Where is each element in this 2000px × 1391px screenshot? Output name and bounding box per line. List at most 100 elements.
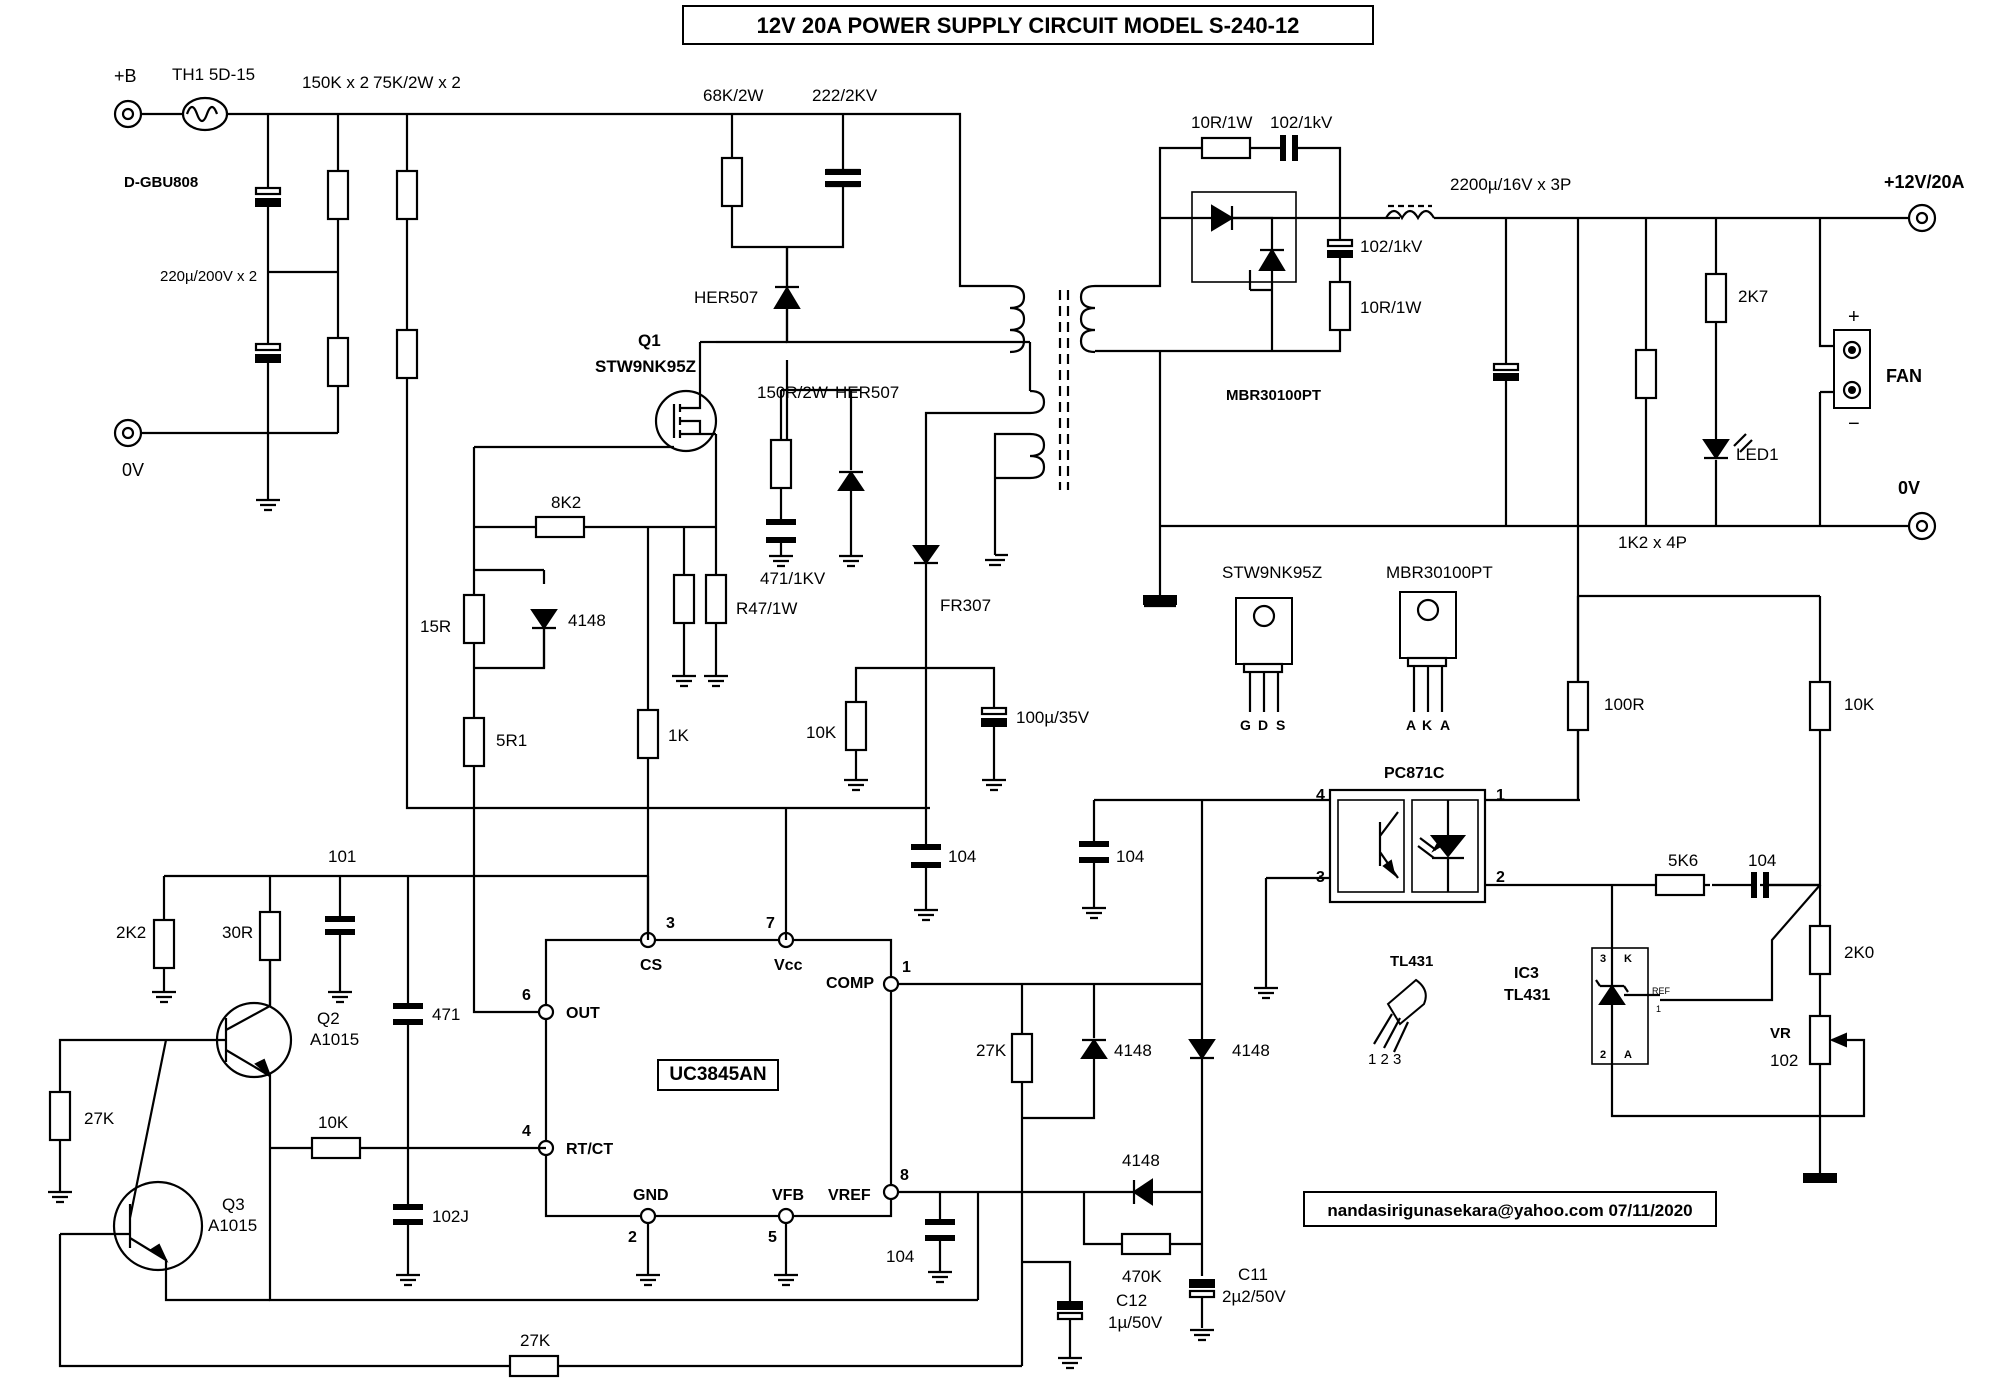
- r10r-side-label: 10R/1W: [1360, 298, 1421, 317]
- q3-part-label: A1015: [208, 1216, 257, 1235]
- resistor-75k-2: [395, 328, 419, 380]
- r10k-b-label: 10K: [1844, 695, 1875, 714]
- q1-part-label: STW9NK95Z: [595, 357, 696, 376]
- cap-100u-35v: [980, 706, 1008, 716]
- fan-minus-label: −: [1848, 413, 1860, 435]
- r1k-label: 1K: [668, 726, 689, 745]
- pin-vcc-num: 7: [766, 915, 775, 932]
- pin-cs-num: 3: [666, 915, 675, 932]
- c220-label: 220µ/200V x 2: [160, 268, 257, 285]
- terminal-b-plus-label: +B: [114, 66, 137, 86]
- pin-rtct-num: 4: [522, 1123, 531, 1140]
- tl-k-label: K: [1624, 953, 1632, 965]
- r68k-label: 68K/2W: [703, 86, 763, 105]
- resistor-r47-2: [704, 573, 728, 625]
- ic-pin-gnd: [639, 1207, 657, 1225]
- resistor-2k0: [1808, 924, 1832, 976]
- pkg1-pin-d: D: [1258, 717, 1268, 733]
- c222-label: 222/2KV: [812, 86, 878, 105]
- her507a-label: HER507: [694, 288, 758, 307]
- out-plus-label: +12V/20A: [1884, 172, 1965, 192]
- her507b-label: HER507: [835, 383, 899, 402]
- schottky-mbr30100pt: [1191, 191, 1297, 283]
- diode-her507-clamp: [837, 470, 865, 491]
- q1-label: Q1: [638, 331, 661, 350]
- c471-label: 471: [432, 1005, 460, 1024]
- cap-101: [325, 916, 355, 922]
- pin-out-num: 6: [522, 987, 531, 1004]
- mosfet-q1: [474, 340, 718, 453]
- cap-220u-1: [254, 186, 282, 196]
- r75k-label: 75K/2W x 2: [373, 73, 461, 92]
- diode-fr307: [912, 545, 940, 565]
- vr-val-label: 102: [1770, 1051, 1798, 1070]
- resistor-10r-side: [1328, 280, 1352, 332]
- c471kv-label: 471/1KV: [760, 569, 826, 588]
- pkg2-label: MBR30100PT: [1386, 563, 1493, 582]
- diode-4148-opto: [1188, 1039, 1216, 1060]
- cap-104-vref: [925, 1219, 955, 1225]
- r150r-label: 150R/2W: [757, 383, 828, 402]
- cap-c12: [1057, 1301, 1083, 1310]
- tl431-ic-label: TL431: [1504, 987, 1550, 1004]
- pkg2-pin-k: K: [1422, 717, 1432, 733]
- r150k-label: 150K x 2: [302, 73, 369, 92]
- pin-vcc-label: Vcc: [774, 957, 803, 974]
- email-date: nandasirigunasekara@yahoo.com 07/11/2020: [1327, 1201, 1692, 1220]
- diode-4148-comp: [1080, 1038, 1108, 1059]
- pin-rtct-label: RT/CT: [566, 1141, 613, 1158]
- fan-plus-label: +: [1848, 306, 1860, 328]
- ic-label: UC3845AN: [669, 1064, 766, 1085]
- ic-pin-vref: [882, 1183, 900, 1201]
- fr307-label: FR307: [940, 596, 991, 615]
- resistor-2k7: [1704, 272, 1728, 324]
- r1k2-label: 1K2 x 4P: [1618, 533, 1687, 552]
- tl-pin3: 3: [1600, 953, 1606, 965]
- c104d-label: 104: [886, 1247, 914, 1266]
- tl-a-label: A: [1624, 1049, 1632, 1061]
- c11-val-label: 2µ2/50V: [1222, 1287, 1286, 1306]
- resistor-150k-1: [326, 169, 350, 221]
- resistor-10k-rt: [310, 1136, 362, 1160]
- c102-side-label: 102/1kV: [1360, 237, 1423, 256]
- r10r-top-label: 10R/1W: [1191, 113, 1252, 132]
- r27k-c-label: 27K: [976, 1041, 1007, 1060]
- tl431-pkg-label: TL431: [1390, 953, 1433, 970]
- ground-bar-tl431: [1803, 1173, 1837, 1183]
- r30r-label: 30R: [222, 923, 253, 942]
- resistor-30r: [258, 910, 282, 962]
- c12-label: C12: [1116, 1291, 1147, 1310]
- q2-label: Q2: [317, 1009, 340, 1028]
- r101-label: 101: [328, 847, 356, 866]
- transistor-q3: [60, 1039, 270, 1302]
- ic3-label: IC3: [1514, 965, 1539, 982]
- ic-pin-comp: [882, 975, 900, 993]
- cap-c11: [1189, 1279, 1215, 1288]
- c104b-label: 104: [1116, 847, 1144, 866]
- c102-top-label: 102/1kV: [1270, 113, 1333, 132]
- cap-471-1kv: [766, 519, 796, 525]
- pkg2-pin-a1: A: [1406, 717, 1416, 733]
- opto-pin4: 4: [1316, 787, 1325, 804]
- pin-vfb-label: VFB: [772, 1187, 804, 1204]
- r15r-label: 15R: [420, 617, 451, 636]
- resistor-r47-1: [672, 573, 696, 625]
- d4148b-label: 4148: [1114, 1041, 1152, 1060]
- th1-label: TH1 5D-15: [172, 65, 255, 84]
- optocoupler-pc871c: [1328, 788, 1487, 904]
- d4148a-label: 4148: [568, 611, 606, 630]
- resistor-15r: [462, 593, 486, 645]
- c11-label: C11: [1238, 1265, 1268, 1284]
- r10k-c-label: 10K: [318, 1113, 349, 1132]
- led1: [1702, 439, 1730, 460]
- resistor-5r1: [462, 716, 486, 768]
- terminal-0v-in-label: 0V: [122, 460, 144, 480]
- resistor-75k-1: [395, 169, 419, 221]
- vr-label: VR: [1770, 1025, 1791, 1042]
- resistor-150k-2: [326, 336, 350, 388]
- tl-pin2: 2: [1600, 1049, 1606, 1061]
- r10k-a-label: 10K: [806, 723, 837, 742]
- cap-104-comp: [1751, 872, 1757, 898]
- r2k2-label: 2K2: [116, 923, 146, 942]
